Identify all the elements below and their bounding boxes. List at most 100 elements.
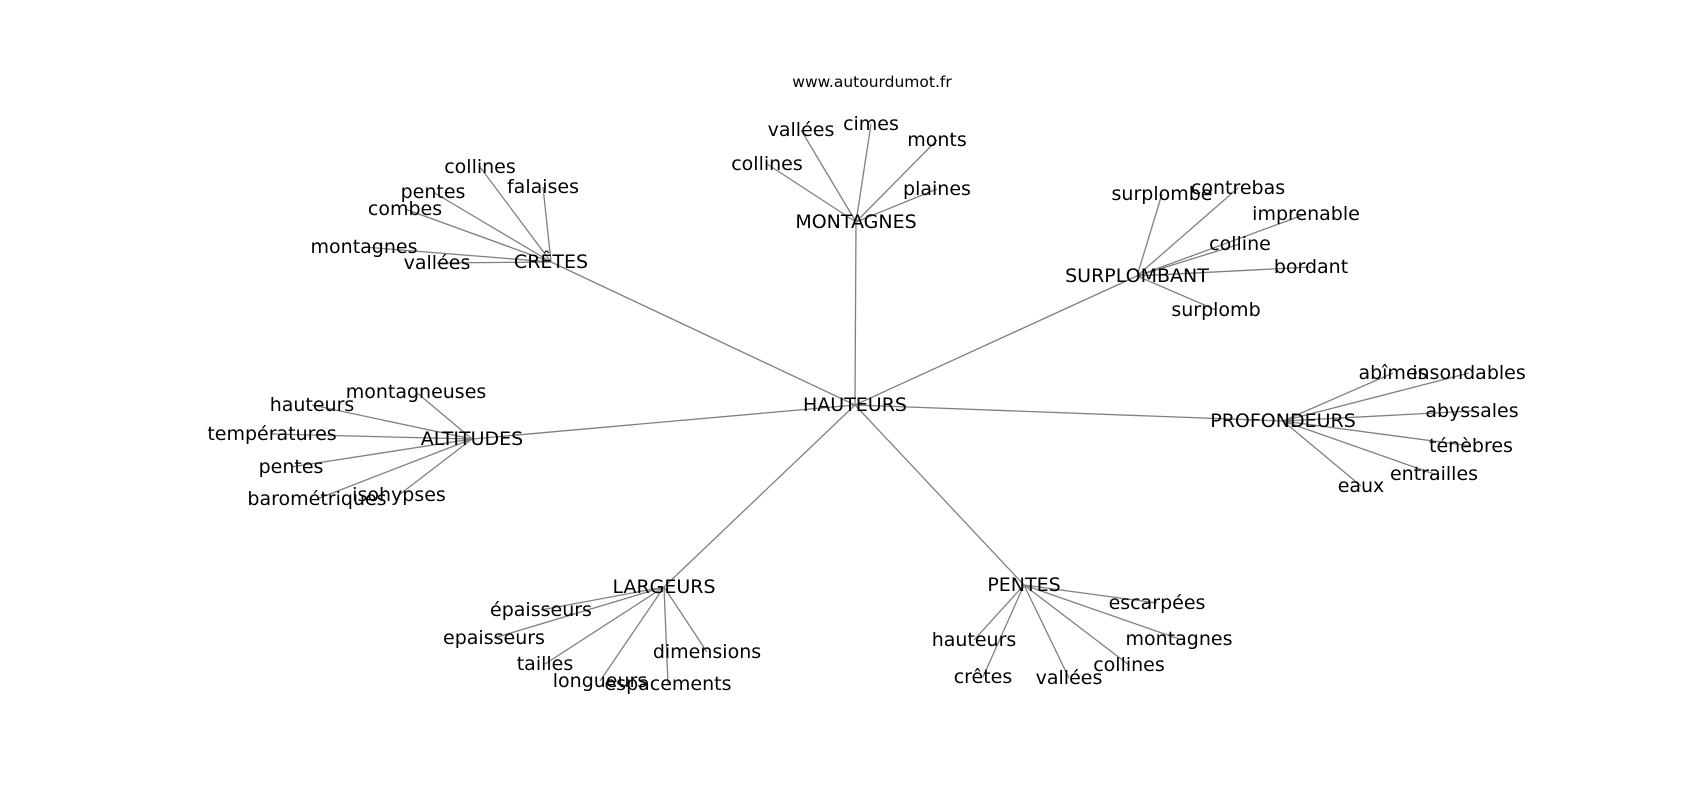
leaf-word-label: températures <box>207 423 336 445</box>
edge-cluster-word <box>1136 213 1307 277</box>
leaf-word-label: surplomb <box>1171 299 1260 321</box>
edge-cluster-word <box>544 586 665 665</box>
leaf-word-label: escarpées <box>1109 592 1206 614</box>
cluster-node-label: PROFONDEURS <box>1210 410 1356 432</box>
edge-cluster-word <box>855 188 938 223</box>
leaf-word-label: longueurs <box>553 670 648 692</box>
leaf-word-label: vallées <box>404 252 471 274</box>
leaf-word-label: bordant <box>1274 256 1348 278</box>
leaf-word-label: ténèbres <box>1429 435 1513 457</box>
edge-cluster-word <box>432 191 552 263</box>
edge-root-cluster <box>854 221 857 406</box>
edge-cluster-word <box>1282 420 1362 487</box>
leaf-word-label: pentes <box>401 181 466 203</box>
edge-cluster-word <box>973 584 1025 641</box>
edge-cluster-word <box>766 163 857 223</box>
leaf-word-label: abyssales <box>1425 400 1518 422</box>
edge-cluster-word <box>663 586 708 653</box>
leaf-word-label: montagneuses <box>346 381 487 403</box>
edge-cluster-word <box>363 246 552 263</box>
edge-root-cluster <box>854 404 1025 586</box>
edge-cluster-word <box>290 438 473 468</box>
edge-cluster-word <box>540 586 665 611</box>
leaf-word-label: entrailles <box>1390 463 1478 485</box>
edge-cluster-word <box>1282 372 1394 422</box>
edge-cluster-word <box>800 129 857 223</box>
leaf-word-label: montagnes <box>311 236 418 258</box>
edge-cluster-word <box>1136 266 1312 277</box>
cluster-node-label: CRÊTES <box>514 250 588 273</box>
leaf-word-label: pentes <box>259 456 324 478</box>
leaf-word-label: eaux <box>1338 475 1385 497</box>
edge-cluster-word <box>1136 243 1241 277</box>
leaf-word-label: falaises <box>507 176 579 198</box>
leaf-word-label: tailles <box>517 653 574 675</box>
edge-cluster-word <box>599 586 665 682</box>
leaf-word-label: collines <box>731 153 803 175</box>
edge-cluster-word <box>855 123 872 223</box>
leaf-word-label: dimensions <box>653 641 761 663</box>
leaf-word-label: combes <box>368 198 442 220</box>
edge-root-cluster <box>471 404 856 440</box>
leaf-word-label: surplombe <box>1112 183 1213 205</box>
edge-cluster-word <box>1023 584 1180 640</box>
edge-cluster-word <box>398 438 473 496</box>
edge-cluster-word <box>436 261 552 264</box>
graph-labels: www.autourdumot.fr HAUTEURS MONTAGNES vall… <box>207 73 1525 695</box>
edge-cluster-word <box>404 208 552 263</box>
leaf-word-label: crêtes <box>954 666 1013 688</box>
root-node-label: HAUTEURS <box>803 394 907 416</box>
edge-cluster-word <box>542 186 552 263</box>
cluster-node-label: PENTES <box>987 574 1060 596</box>
cluster-node-label: SURPLOMBANT <box>1065 265 1209 287</box>
leaf-word-label: épaisseurs <box>490 599 592 621</box>
edge-cluster-word <box>1282 420 1435 475</box>
edge-cluster-word <box>316 438 473 500</box>
leaf-word-label: cimes <box>843 113 899 135</box>
leaf-word-label: plaines <box>903 178 971 200</box>
leaf-word-label: imprenable <box>1252 203 1360 225</box>
leaf-word-label: barométriques <box>247 488 386 510</box>
leaf-word-label: vallées <box>768 119 835 141</box>
leaf-word-label: epaisseurs <box>443 627 545 649</box>
edge-cluster-word <box>982 584 1025 678</box>
edge-cluster-word <box>493 586 665 639</box>
edge-cluster-word <box>1136 275 1217 311</box>
leaf-word-label: isohypses <box>352 484 446 506</box>
leaf-word-label: vallées <box>1036 667 1103 689</box>
leaf-word-label: collines <box>1093 654 1165 676</box>
edge-cluster-word <box>479 166 552 263</box>
edge-root-cluster <box>854 404 1284 422</box>
cluster-node-label: ALTITUDES <box>421 428 523 450</box>
edge-root-cluster <box>663 404 856 588</box>
edge-cluster-word <box>1282 372 1470 422</box>
leaf-word-label: monts <box>907 129 967 151</box>
leaf-word-label: montagnes <box>1126 628 1233 650</box>
edge-cluster-word <box>1023 584 1070 679</box>
edge-cluster-word <box>1282 410 1473 422</box>
edge-cluster-word <box>663 586 669 685</box>
source-url: www.autourdumot.fr <box>792 73 952 91</box>
leaf-word-label: abîmes <box>1358 362 1427 384</box>
cluster-node-label: MONTAGNES <box>795 211 916 233</box>
edge-cluster-word <box>311 404 473 440</box>
edge-cluster-word <box>1282 420 1472 447</box>
edge-cluster-word <box>1023 584 1130 666</box>
leaf-word-label: espacements <box>604 673 731 695</box>
leaf-word-label: contrebas <box>1191 177 1285 199</box>
edge-cluster-word <box>415 391 473 440</box>
edge-cluster-word <box>855 139 938 223</box>
leaf-word-label: hauteurs <box>270 394 355 416</box>
edge-root-cluster <box>550 261 856 406</box>
leaf-word-label: collines <box>444 156 516 178</box>
leaf-word-label: hauteurs <box>932 629 1017 651</box>
edge-root-cluster <box>854 275 1138 406</box>
leaf-word-label: colline <box>1209 233 1271 255</box>
leaf-word-label: insondables <box>1412 362 1526 384</box>
edge-cluster-word <box>1136 193 1163 277</box>
edge-cluster-word <box>1136 187 1239 277</box>
graph-edges <box>271 123 1473 685</box>
edge-cluster-word <box>1023 584 1158 604</box>
edge-cluster-word <box>271 433 473 440</box>
